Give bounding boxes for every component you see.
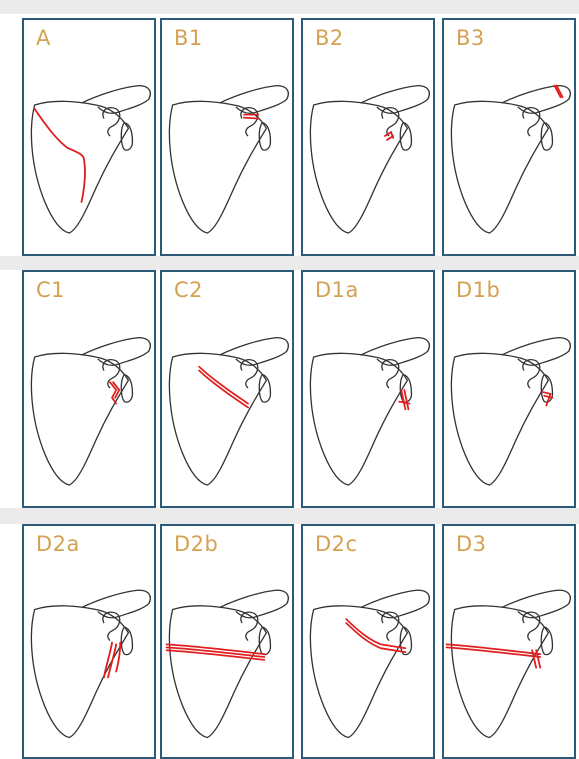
scapula-diagram xyxy=(24,272,154,506)
bone-outline-path xyxy=(451,606,548,738)
bone-outline-path xyxy=(169,353,266,485)
scapula-diagram xyxy=(303,272,433,506)
row-gap-2 xyxy=(0,508,579,524)
scapula-outline xyxy=(451,338,570,485)
bone-outline-path xyxy=(310,606,407,738)
scapula-diagram xyxy=(24,526,154,757)
scapula-outline xyxy=(31,86,150,233)
bone-outline-path xyxy=(31,353,128,485)
scapula-diagram xyxy=(24,20,154,254)
fracture-line xyxy=(116,642,120,671)
bone-outline-path xyxy=(31,606,128,738)
panel-D1b: D1b xyxy=(442,270,576,508)
bone-outline-path xyxy=(169,606,266,738)
fracture-line xyxy=(536,650,540,667)
scapula-diagram xyxy=(444,526,574,757)
fracture-line xyxy=(346,619,405,648)
panel-C2: C2 xyxy=(160,270,294,508)
bone-outline-path xyxy=(31,101,128,233)
fracture-line xyxy=(199,371,248,408)
scapula-outline xyxy=(451,86,570,233)
panel-B2: B2 xyxy=(301,18,435,256)
panel-B1: B1 xyxy=(160,18,294,256)
bone-outline-path xyxy=(310,101,407,233)
scapula-outline xyxy=(169,338,288,485)
bone-outline-path xyxy=(310,353,407,485)
fracture-line xyxy=(108,644,116,677)
panel-D2a: D2a xyxy=(22,524,156,759)
scapula-diagram xyxy=(303,20,433,254)
scapula-outline xyxy=(310,338,429,485)
scapula-outline xyxy=(310,86,429,233)
fracture-line xyxy=(35,109,85,202)
scapula-outline xyxy=(31,338,150,485)
scapula-diagram xyxy=(444,272,574,506)
panel-D3: D3 xyxy=(442,524,576,759)
panel-A: A xyxy=(22,18,156,256)
fracture-line xyxy=(544,396,552,398)
bone-outline-path xyxy=(451,101,548,233)
panel-D2c: D2c xyxy=(301,524,435,759)
bone-outline-path xyxy=(451,353,548,485)
scapula-outline xyxy=(31,590,150,737)
fracture-line xyxy=(104,642,112,677)
panel-D1a: D1a xyxy=(301,270,435,508)
top-band xyxy=(0,0,579,14)
fracture-line xyxy=(199,367,248,404)
scapula-diagram xyxy=(162,272,292,506)
scapula-outline xyxy=(310,590,429,737)
scapula-diagram xyxy=(162,526,292,757)
scapula-outline xyxy=(167,590,289,737)
scapula-outline xyxy=(447,590,571,737)
scapula-diagram xyxy=(303,526,433,757)
fracture-line xyxy=(244,118,258,119)
scapula-outline xyxy=(169,86,288,233)
panel-C1: C1 xyxy=(22,270,156,508)
bone-outline-path xyxy=(169,101,266,233)
scapula-diagram xyxy=(162,20,292,254)
scapula-diagram xyxy=(444,20,574,254)
panel-B3: B3 xyxy=(442,18,576,256)
panel-D2b: D2b xyxy=(160,524,294,759)
row-gap-1 xyxy=(0,256,579,270)
